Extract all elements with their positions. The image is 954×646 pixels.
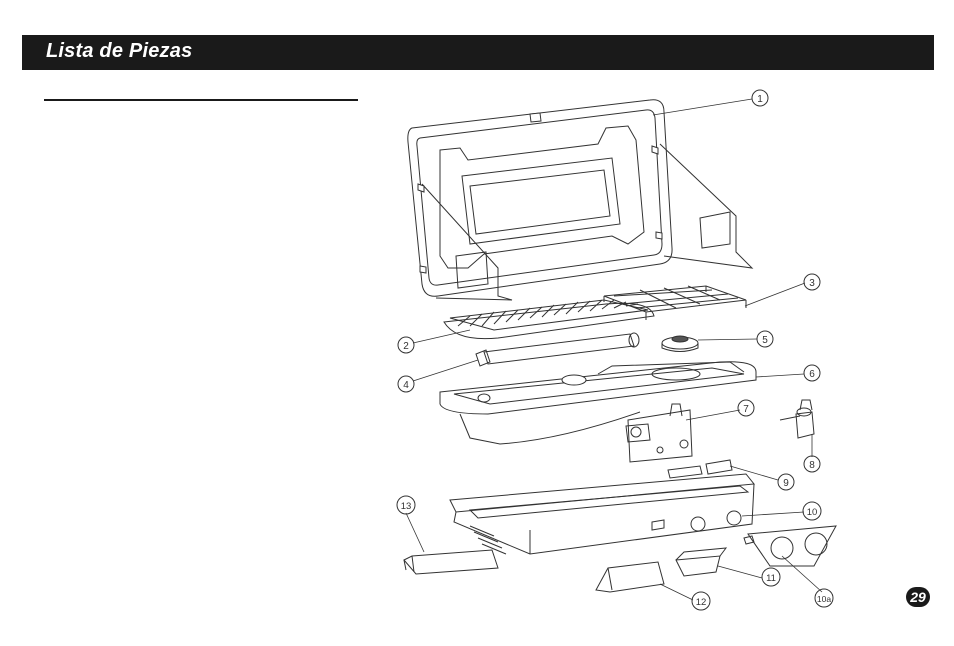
callout-9: 9 <box>778 474 794 490</box>
callout-1: 1 <box>752 90 768 106</box>
callout-7: 7 <box>738 400 754 416</box>
callout-10a: 10a <box>815 589 833 607</box>
part-firebox-drawing <box>440 362 756 444</box>
callout-10: 10 <box>803 502 821 520</box>
part-regulator-drawing <box>780 400 814 438</box>
svg-text:3: 3 <box>809 278 815 289</box>
svg-text:7: 7 <box>743 404 749 415</box>
part-control-panel-drawing <box>744 526 836 566</box>
callout-12: 12 <box>692 592 710 610</box>
callout-2: 2 <box>398 337 414 353</box>
callout-6: 6 <box>804 365 820 381</box>
part-grease-pan-drawing <box>404 550 498 574</box>
svg-text:2: 2 <box>403 341 409 352</box>
callout-3: 3 <box>804 274 820 290</box>
callout-11: 11 <box>762 568 780 586</box>
svg-text:8: 8 <box>809 460 815 471</box>
svg-text:4: 4 <box>403 380 409 391</box>
part-bracket-drawing <box>596 562 664 592</box>
callout-8: 8 <box>804 456 820 472</box>
part-grate-drawing <box>444 300 654 339</box>
part-valve-drawing <box>626 404 692 462</box>
page-title: Lista de Piezas <box>46 40 192 63</box>
header-bar: Lista de Piezas <box>22 35 934 70</box>
part-drip-tray-drawing <box>676 548 726 576</box>
callout-5: 5 <box>757 331 773 347</box>
grill-exploded-diagram: 1 2 3 4 5 6 7 8 9 10 10a 11 12 13 <box>380 80 860 620</box>
part-lid-drawing <box>408 100 752 300</box>
part-knob-drawing <box>662 336 698 352</box>
svg-text:1: 1 <box>757 94 763 105</box>
svg-text:6: 6 <box>809 369 815 380</box>
part-base-drawing <box>450 474 754 554</box>
part-fitting-drawing <box>668 460 732 478</box>
svg-text:12: 12 <box>696 597 707 608</box>
section-divider <box>44 99 358 101</box>
callout-13: 13 <box>397 496 415 514</box>
svg-text:11: 11 <box>766 573 776 584</box>
svg-text:13: 13 <box>401 501 412 512</box>
callout-4: 4 <box>398 376 414 392</box>
svg-text:10a: 10a <box>817 594 831 604</box>
svg-text:5: 5 <box>762 335 768 346</box>
svg-text:9: 9 <box>783 478 789 489</box>
svg-text:10: 10 <box>807 507 818 518</box>
page-number-badge: 29 <box>906 587 930 607</box>
